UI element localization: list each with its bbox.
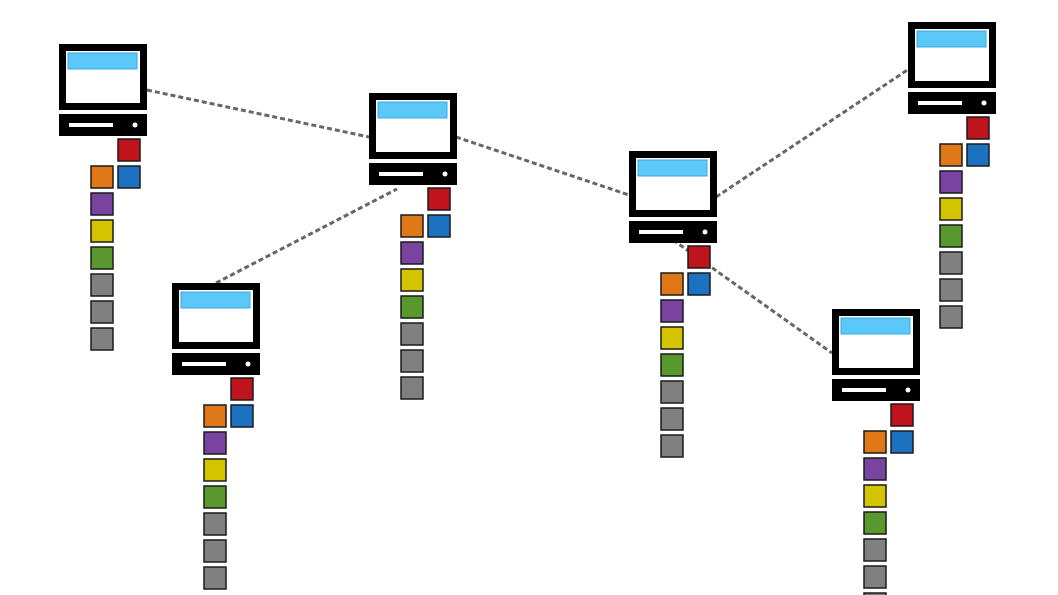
block-orange	[863, 430, 887, 454]
block-orange	[203, 404, 227, 428]
block-stack	[90, 138, 141, 351]
drive-slot	[639, 230, 683, 234]
block-purple	[203, 431, 227, 455]
block-gray	[660, 434, 684, 458]
block-stack	[400, 187, 451, 400]
block-orange	[660, 272, 684, 296]
computer-icon	[832, 309, 920, 401]
block-gray	[203, 512, 227, 536]
computer-icon	[908, 22, 996, 114]
block-blue	[117, 165, 141, 189]
nodes-layer	[59, 22, 996, 595]
block-orange	[939, 143, 963, 167]
block-gray	[90, 273, 114, 297]
block-orange	[400, 214, 424, 238]
block-yellow	[660, 326, 684, 350]
block-blue	[427, 214, 451, 238]
screen-title-bar	[180, 291, 251, 309]
block-green	[90, 246, 114, 270]
block-purple	[660, 299, 684, 323]
link-node-2-node-3	[215, 187, 398, 285]
block-blue	[890, 430, 914, 454]
block-gray	[203, 539, 227, 563]
power-led	[442, 171, 448, 177]
block-gray	[400, 349, 424, 373]
block-purple	[400, 241, 424, 265]
computer-icon	[172, 283, 260, 375]
block-gray	[939, 278, 963, 302]
block-blue	[230, 404, 254, 428]
block-purple	[863, 457, 887, 481]
link-node-3-node-4	[455, 135, 630, 197]
block-gray	[863, 565, 887, 589]
drive-slot	[379, 172, 423, 176]
drive-slot	[918, 101, 962, 105]
link-node-4-node-6	[715, 65, 913, 199]
block-gray	[863, 538, 887, 562]
drive-slot	[182, 362, 226, 366]
link-node-1-node-3	[146, 88, 370, 139]
block-stack	[660, 245, 711, 458]
block-gray	[863, 592, 887, 595]
node-4	[629, 151, 717, 458]
block-red	[966, 116, 990, 140]
block-green	[660, 353, 684, 377]
screen-title-bar	[377, 101, 448, 119]
block-blue	[966, 143, 990, 167]
block-red	[687, 245, 711, 269]
block-red	[890, 403, 914, 427]
block-gray	[660, 407, 684, 431]
node-1	[59, 44, 147, 351]
block-yellow	[90, 219, 114, 243]
block-gray	[90, 300, 114, 324]
block-gray	[400, 322, 424, 346]
block-yellow	[400, 268, 424, 292]
block-red	[117, 138, 141, 162]
screen-title-bar	[67, 52, 138, 70]
block-green	[203, 485, 227, 509]
block-green	[939, 224, 963, 248]
computer-icon	[629, 151, 717, 243]
block-gray	[939, 305, 963, 329]
block-yellow	[939, 197, 963, 221]
links-layer	[146, 65, 913, 355]
drive-slot	[69, 123, 113, 127]
block-purple	[90, 192, 114, 216]
screen-title-bar	[637, 159, 708, 177]
block-gray	[203, 566, 227, 590]
computer-icon	[369, 93, 457, 185]
block-orange	[90, 165, 114, 189]
power-led	[245, 361, 251, 367]
drive-slot	[842, 388, 886, 392]
block-stack	[863, 403, 914, 595]
block-stack	[939, 116, 990, 329]
block-red	[230, 377, 254, 401]
node-3	[369, 93, 457, 400]
block-gray	[939, 251, 963, 275]
node-5	[832, 309, 920, 595]
screen-title-bar	[916, 30, 987, 48]
block-stack	[203, 377, 254, 590]
screen-title-bar	[840, 317, 911, 335]
block-purple	[939, 170, 963, 194]
power-led	[702, 229, 708, 235]
computer-icon	[59, 44, 147, 136]
power-led	[981, 100, 987, 106]
block-gray	[400, 376, 424, 400]
block-yellow	[863, 484, 887, 508]
power-led	[132, 122, 138, 128]
node-6	[908, 22, 996, 329]
block-blue	[687, 272, 711, 296]
block-gray	[660, 380, 684, 404]
node-2	[172, 283, 260, 590]
block-green	[863, 511, 887, 535]
power-led	[905, 387, 911, 393]
block-yellow	[203, 458, 227, 482]
block-red	[427, 187, 451, 211]
block-green	[400, 295, 424, 319]
block-gray	[90, 327, 114, 351]
